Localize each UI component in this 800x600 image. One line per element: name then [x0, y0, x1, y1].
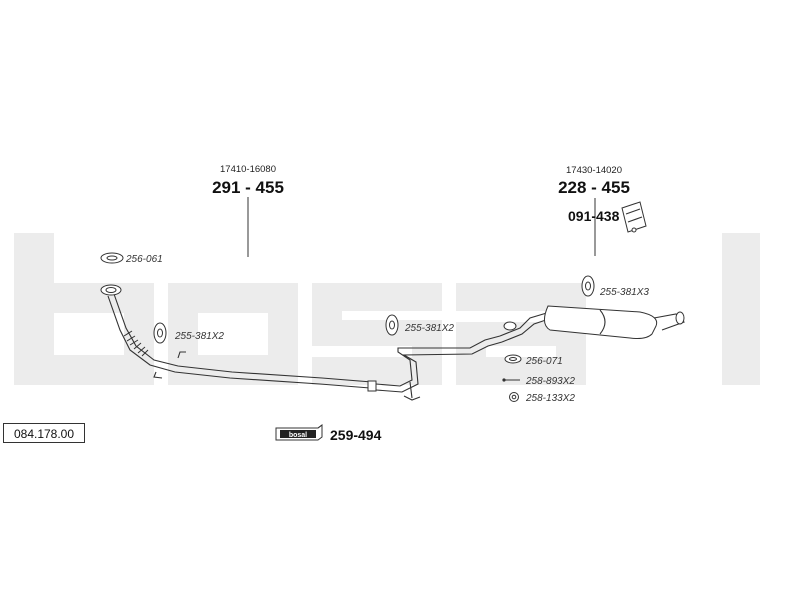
rear-muffler-drawing	[499, 305, 685, 343]
front-pipe-drawing	[100, 284, 503, 401]
middle-mount-label: 255-381X2	[404, 323, 454, 334]
rear-gasket-label: 256-071	[525, 356, 563, 367]
reference-number-box: 084.178.00	[3, 423, 85, 443]
assembly-kit-part-number: 259-494	[330, 427, 382, 443]
nut-label: 258-133X2	[525, 393, 575, 404]
front-gasket-icon	[100, 252, 124, 264]
front-pipe-part-number: 291 - 455	[212, 178, 284, 197]
rear-gasket-icon	[504, 354, 522, 364]
rear-muffler-oem-number: 17430-14020	[566, 165, 622, 176]
rear-mount-label: 255-381X3	[599, 287, 649, 298]
middle-mount-icon	[385, 314, 399, 336]
bracket-icon	[621, 201, 647, 233]
bracket-part-number: 091-438	[568, 208, 620, 224]
rear-muffler-part-number: 228 - 455	[558, 178, 630, 197]
assembly-kit-box-icon: bosal	[275, 424, 323, 441]
front-gasket-label: 256-061	[125, 254, 163, 265]
front-pipe-oem-number: 17410-16080	[220, 164, 276, 175]
nut-icon	[509, 392, 519, 402]
bosal-watermark	[14, 233, 760, 385]
assembly-kit-box-label: bosal	[289, 432, 307, 439]
bolt-label: 258-893X2	[525, 376, 575, 387]
front-mount-label: 255-381X2	[174, 331, 224, 342]
rear-mount-icon	[581, 275, 595, 297]
bolt-icon	[502, 378, 520, 382]
front-mount-icon	[153, 322, 167, 344]
